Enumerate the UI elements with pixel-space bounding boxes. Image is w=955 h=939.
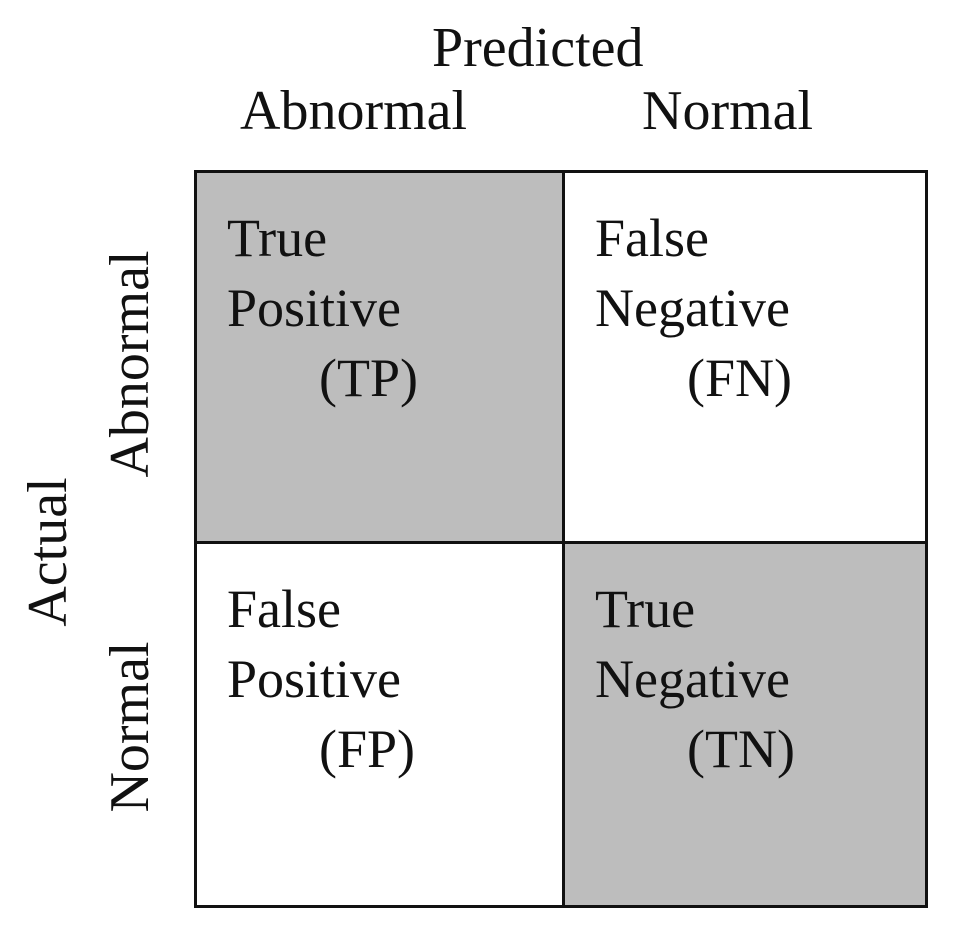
cell-true-negative: True Negative (TN) (565, 544, 925, 905)
cell-tn-abbr: (TN) (687, 719, 795, 779)
predicted-normal-label: Normal (642, 80, 814, 142)
cell-true-negative-text: True Negative (TN) (595, 574, 795, 784)
cell-tp-line2: Positive (227, 278, 402, 338)
cell-false-positive: False Positive (FP) (197, 544, 565, 905)
cell-tp-abbr: (TP) (319, 348, 418, 408)
cell-false-negative: False Negative (FN) (565, 173, 925, 544)
cell-fp-abbr: (FP) (319, 719, 416, 779)
actual-axis-title: Actual (17, 477, 79, 627)
cell-fp-line1: False (227, 579, 341, 639)
cell-tp-line1: True (227, 208, 328, 268)
cell-tn-line1: True (595, 579, 696, 639)
cell-tn-line2: Negative (595, 649, 790, 709)
predicted-axis-title: Predicted (432, 17, 644, 79)
actual-abnormal-label: Abnormal (99, 250, 161, 478)
cell-false-negative-text: False Negative (FN) (595, 203, 792, 413)
cell-fn-abbr: (FN) (687, 348, 792, 408)
cell-fn-line1: False (595, 208, 709, 268)
cell-true-positive-text: True Positive (TP) (227, 203, 418, 413)
confusion-matrix: True Positive (TP) False Negative (FN) F… (194, 170, 928, 908)
actual-normal-label: Normal (99, 641, 161, 813)
cell-true-positive: True Positive (TP) (197, 173, 565, 544)
cell-false-positive-text: False Positive (FP) (227, 574, 415, 784)
predicted-abnormal-label: Abnormal (240, 80, 468, 142)
cell-fp-line2: Positive (227, 649, 402, 709)
cell-fn-line2: Negative (595, 278, 790, 338)
